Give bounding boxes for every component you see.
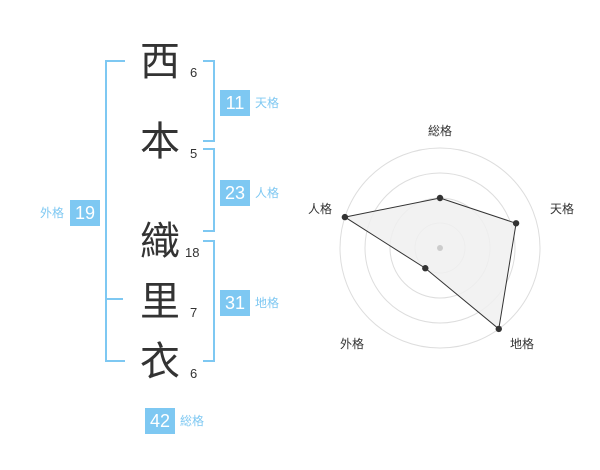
chikaku-bracket: [203, 240, 215, 362]
stroke-count-4: 7: [190, 305, 198, 320]
stroke-count-5: 6: [190, 366, 198, 381]
chikaku-value: 31: [220, 290, 250, 316]
gaikaku-divider: [105, 298, 123, 300]
radar-axis-label-gai: 外格: [340, 337, 365, 351]
tenkaku-value: 11: [220, 90, 250, 116]
radar-point-1: [436, 194, 444, 202]
stroke-count-1: 6: [190, 65, 198, 80]
tenkaku-bracket: [203, 60, 215, 142]
radar-axis-label-souka: 総格: [428, 124, 453, 138]
name-char-3: 織: [140, 219, 180, 265]
radar-center-dot: [437, 245, 443, 251]
jinkaku-bracket: [203, 148, 215, 232]
stroke-count-2: 5: [190, 146, 198, 161]
chikaku-label: 地格: [255, 296, 280, 310]
radar-axis-label-jin: 人格: [308, 202, 333, 216]
radar-value-polygon: [343, 197, 517, 330]
soukaku-label: 総格: [180, 414, 205, 428]
name-char-4: 里: [140, 279, 180, 325]
stroke-count-3: 18: [185, 245, 200, 260]
radar-axis-label-ten: 天格: [550, 202, 575, 216]
name-char-5: 衣: [140, 339, 180, 385]
gaikaku-label: 外格: [40, 206, 65, 220]
radar-point-5: [341, 213, 349, 221]
soukaku-value: 42: [145, 408, 175, 434]
jinkaku-label: 人格: [255, 186, 280, 200]
radar-point-3: [495, 325, 502, 333]
radar-axis-label-chi: 地格: [510, 337, 535, 351]
name-char-1: 西: [140, 39, 180, 85]
gaikaku-value: 19: [70, 200, 100, 226]
name-char-2: 本: [140, 119, 180, 165]
jinkaku-value: 23: [220, 180, 250, 206]
tenkaku-label: 天格: [255, 96, 280, 110]
radar-ring-3: [364, 172, 516, 324]
radar-point-2: [512, 220, 520, 227]
radar-ring-4: [339, 147, 541, 349]
radar-point-4: [422, 265, 429, 272]
gaikaku-bracket: [105, 60, 125, 362]
